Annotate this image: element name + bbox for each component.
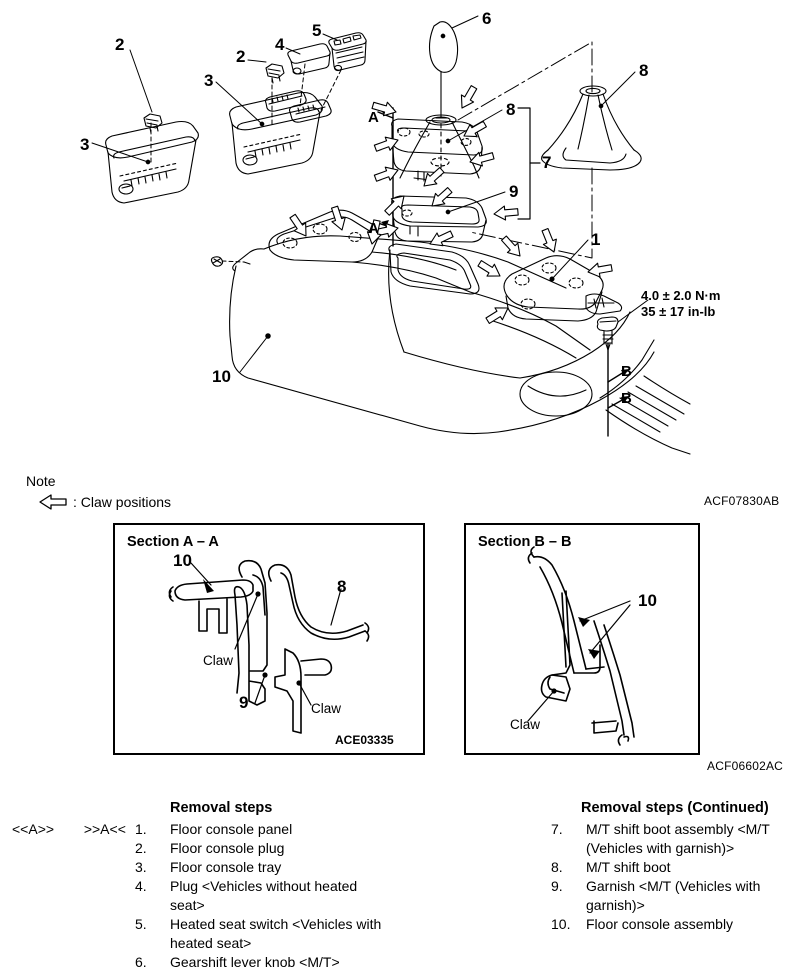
section-aa-title: Section A – A — [127, 534, 219, 550]
section-marker-b-lower: B — [621, 390, 632, 407]
section-bb-claw-label: Claw — [510, 717, 541, 732]
note-block: Note : Claw positions — [26, 472, 171, 512]
step-text: Floor console panel — [170, 821, 293, 837]
section-aa-box: Section A – A 10 8 9 Claw Claw ACE03335 — [113, 523, 425, 755]
list-item: 3. Floor console tray — [135, 858, 395, 877]
callout-3-left: 3 — [80, 135, 90, 154]
step-number: 7. — [551, 821, 563, 837]
main-drawing-id: ACF07830AB — [704, 494, 780, 508]
removal-steps-continued-list: 7. M/T shift boot assembly <M/T (Vehicle… — [551, 820, 801, 934]
section-aa-claw-label-right: Claw — [311, 701, 342, 716]
step-number: 9. — [551, 878, 563, 894]
section-aa-number-10: 10 — [173, 551, 192, 570]
callout-4-plug: 4 — [275, 35, 285, 54]
section-marker-a-upper: A — [368, 109, 379, 126]
callout-7-assembly: 7 — [542, 153, 552, 172]
callout-6-knob: 6 — [482, 9, 492, 28]
list-item: 8. M/T shift boot — [551, 858, 801, 877]
step-number: 1. — [135, 821, 147, 837]
section-aa-number-8: 8 — [337, 577, 347, 596]
torque-metric: 4.0 ± 2.0 N·m — [641, 288, 721, 303]
note-legend-row: : Claw positions — [26, 493, 171, 512]
section-bb-title: Section B – B — [478, 534, 572, 550]
step-number: 3. — [135, 859, 147, 875]
removal-steps-list: 1. Floor console panel 2. Floor console … — [135, 820, 395, 972]
step-text: Garnish <M/T (Vehicles with garnish)> — [586, 878, 761, 913]
callout-1-panel: 1 — [591, 230, 601, 249]
callout-8-boot: 8 — [639, 61, 649, 80]
step-number: 2. — [135, 840, 147, 856]
step-text: Heated seat switch <Vehicles with heated… — [170, 916, 382, 951]
torque-imperial: 35 ± 17 in-lb — [641, 304, 716, 320]
step-text: Floor console plug — [170, 840, 285, 856]
section-bb-box: Section B – B 10 Claw — [464, 523, 700, 755]
section-marker-b-upper: B — [621, 363, 632, 380]
list-item: 1. Floor console panel — [135, 820, 395, 839]
section-marker-a-lower: A — [368, 220, 379, 237]
list-item: 4. Plug <Vehicles without heated seat> — [135, 877, 395, 915]
removal-steps-continued-heading: Removal steps (Continued) — [581, 800, 769, 816]
note-text: : Claw positions — [73, 493, 172, 510]
step-number: 4. — [135, 878, 147, 894]
callout-2-center: 2 — [236, 47, 246, 66]
torque-specification: 4.0 ± 2.0 N·m 35 ± 17 in-lb — [641, 288, 720, 321]
step-text: Floor console tray — [170, 859, 282, 875]
list-item: 7. M/T shift boot assembly <M/T (Vehicle… — [551, 820, 801, 858]
ab-orientation-markers: <<A>> >>A<< — [12, 820, 126, 839]
step-text: M/T shift boot — [586, 859, 671, 875]
step-number: 8. — [551, 859, 563, 875]
section-bb-drawing-id: ACF06602AC — [707, 759, 784, 773]
removal-steps-heading: Removal steps — [170, 800, 273, 816]
list-item: 2. Floor console plug — [135, 839, 395, 858]
note-title: Note — [26, 473, 56, 489]
main-exploded-illustration: 3 2 3 2 4 5 6 8 8 7 9 1 10 A A B B 4.0 ±… — [80, 9, 780, 508]
marker-a-installation: >>A<< — [83, 821, 126, 837]
claw-arrow-icon — [38, 494, 68, 510]
step-text: Floor console assembly — [586, 916, 734, 932]
step-text: M/T shift boot assembly <M/T (Vehicles w… — [586, 821, 770, 856]
callout-5-switch: 5 — [312, 21, 322, 40]
list-item: 10. Floor console assembly — [551, 915, 801, 934]
section-aa-number-9: 9 — [239, 693, 249, 712]
section-aa-claw-label-left: Claw — [203, 653, 234, 668]
callout-10-console: 10 — [212, 367, 231, 386]
list-item: 5. Heated seat switch <Vehicles with hea… — [135, 915, 395, 953]
step-number: 5. — [135, 916, 147, 932]
callout-8-installed: 8 — [506, 100, 516, 119]
section-aa-drawing-id: ACE03335 — [335, 733, 394, 747]
callout-2-left: 2 — [115, 35, 125, 54]
section-bb-number-10: 10 — [638, 591, 657, 610]
step-text: Plug <Vehicles without heated seat> — [170, 878, 358, 913]
callout-9-garnish: 9 — [509, 182, 519, 201]
step-number: 10. — [551, 916, 571, 932]
list-item: 9. Garnish <M/T (Vehicles with garnish)> — [551, 877, 801, 915]
marker-a-removal: <<A>> — [12, 821, 55, 837]
callout-3-center: 3 — [204, 71, 214, 90]
